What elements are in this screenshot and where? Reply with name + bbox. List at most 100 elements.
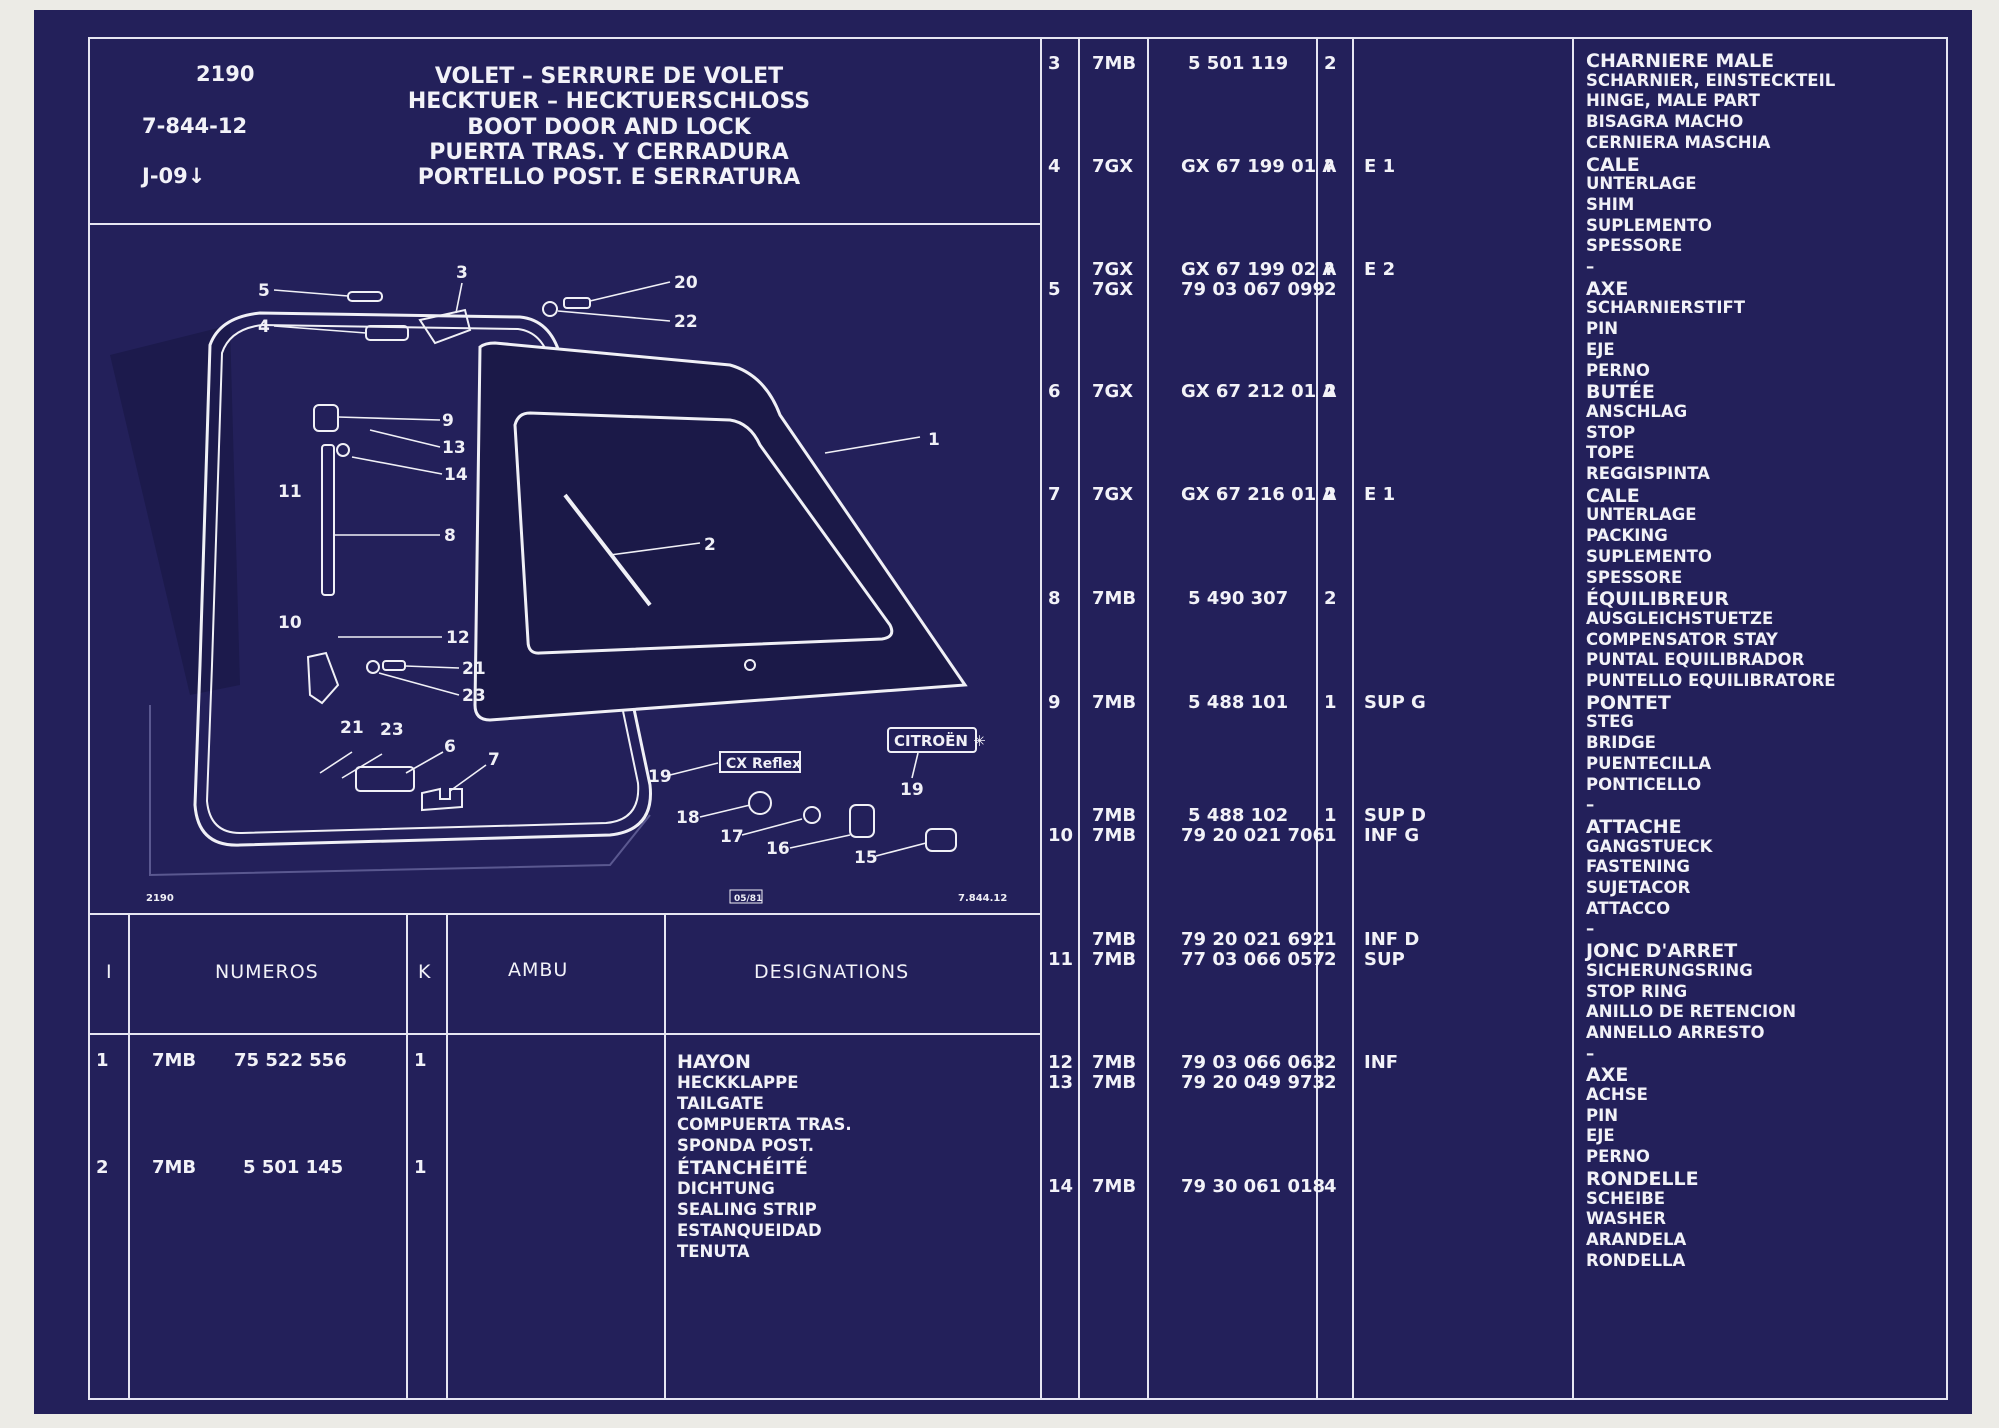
callout-5: 5	[258, 281, 270, 301]
row1-desig-0: HAYON	[677, 1051, 751, 1073]
right-row-8-qty: 1	[1324, 805, 1337, 826]
row1-index: 1	[96, 1050, 109, 1071]
right-designation-58: RONDELLA	[1586, 1250, 1686, 1270]
tailgate-outline	[473, 341, 968, 722]
washer-23	[366, 660, 380, 674]
right-designation-10: –	[1586, 257, 1595, 276]
col-header-numeros: NUMEROS	[215, 961, 319, 983]
mid-col-3	[1316, 37, 1318, 1400]
right-designation-23: PACKING	[1586, 526, 1668, 546]
thead-divider	[88, 1033, 1042, 1035]
callout-16: 16	[766, 839, 790, 859]
title-en: BOOT DOOR AND LOCK	[467, 115, 751, 140]
right-designation-2: HINGE, MALE PART	[1586, 91, 1760, 111]
right-designation-33: BRIDGE	[1586, 733, 1656, 753]
right-row-7-qty: 1	[1324, 692, 1337, 713]
row2-desig-3: ESTANQUEIDAD	[677, 1221, 822, 1240]
right-designation-0: CHARNIERE MALE	[1586, 50, 1775, 72]
right-designation-56: WASHER	[1586, 1209, 1666, 1229]
right-designation-4: CERNIERA MASCHIA	[1586, 132, 1771, 152]
right-row-10-number: 79 20 021 692	[1181, 929, 1326, 950]
left-col-4	[664, 913, 666, 1400]
callout-21-upper: 21	[462, 659, 486, 679]
right-row-5-qty: 2	[1324, 484, 1337, 505]
right-designation-16: BUTÉE	[1586, 381, 1655, 404]
callout-17: 17	[720, 827, 744, 847]
right-designation-6: UNTERLAGE	[1586, 174, 1697, 194]
right-row-11-qty: 2	[1324, 949, 1337, 970]
right-designation-35: PONTICELLO	[1586, 774, 1702, 794]
right-designation-28: COMPENSATOR STAY	[1586, 629, 1778, 649]
right-row-11-index: 11	[1048, 949, 1074, 970]
callout-23-upper: 23	[462, 686, 486, 706]
right-row-12-code: 7MB	[1092, 1052, 1137, 1073]
right-designation-11: AXE	[1586, 277, 1629, 300]
callout-2: 2	[704, 535, 716, 555]
row2-desig-4: TENUTA	[677, 1242, 750, 1261]
badge-cx-reflex: CX Reflex	[726, 756, 801, 772]
right-row-1-number: GX 67 199 01 A	[1181, 156, 1337, 177]
right-row-2-qty: ?	[1324, 259, 1335, 280]
stop-bracket	[313, 404, 339, 432]
right-designation-32: STEG	[1586, 712, 1634, 732]
lock-ring	[803, 806, 821, 824]
right-designation-25: SPESSORE	[1586, 567, 1683, 587]
frame-top	[88, 37, 1948, 39]
row1-code: 7MB	[152, 1050, 197, 1071]
right-designation-39: FASTENING	[1586, 857, 1690, 877]
title-es: PUERTA TRAS. Y CERRADURA	[429, 140, 789, 165]
parts-sheet: 2190 7-844-12 J-09↓ VOLET – SERRURE DE V…	[34, 10, 1972, 1414]
leader-lines	[273, 281, 927, 857]
callout-12: 12	[446, 628, 470, 648]
right-row-6-qty: 2	[1324, 588, 1337, 609]
right-designation-45: STOP RING	[1586, 981, 1688, 1001]
lock-body	[849, 804, 875, 838]
right-row-4-index: 6	[1048, 381, 1061, 402]
right-row-7-number: 5 488 101	[1188, 692, 1289, 713]
frame-bottom	[88, 1398, 1948, 1400]
right-row-2-number: GX 67 199 02 A	[1181, 259, 1337, 280]
right-row-4-number: GX 67 212 01 A	[1181, 381, 1337, 402]
right-row-0-index: 3	[1048, 53, 1061, 74]
right-row-1-ambu: E 1	[1364, 156, 1396, 177]
lock-barrel	[748, 791, 772, 815]
lock-hole	[744, 659, 756, 671]
right-row-7-code: 7MB	[1092, 692, 1137, 713]
right-row-7-index: 9	[1048, 692, 1061, 713]
right-row-14-code: 7MB	[1092, 1176, 1137, 1197]
right-designation-38: GANGSTUECK	[1586, 836, 1713, 856]
callout-1: 1	[928, 430, 940, 450]
packing-7	[421, 787, 463, 812]
callout-3: 3	[456, 263, 468, 283]
right-row-2-ambu: E 2	[1364, 259, 1396, 280]
right-row-12-ambu: INF	[1364, 1052, 1399, 1073]
window-reflection	[563, 493, 652, 607]
compensator-stay	[321, 444, 335, 596]
right-designation-34: PUENTECILLA	[1586, 753, 1712, 773]
callout-4: 4	[258, 317, 270, 337]
right-row-1-qty: ?	[1324, 156, 1335, 177]
right-row-9-index: 10	[1048, 825, 1074, 846]
left-col-3	[446, 913, 448, 1400]
right-designation-53: PERNO	[1586, 1147, 1650, 1167]
right-row-13-index: 13	[1048, 1072, 1074, 1093]
row2-code: 7MB	[152, 1157, 197, 1178]
row1-desig-2: TAILGATE	[677, 1094, 764, 1113]
right-designation-57: ARANDELA	[1586, 1229, 1687, 1249]
page-number: 2190	[196, 62, 255, 86]
right-designation-17: ANSCHLAG	[1586, 401, 1688, 421]
right-designation-43: JONC D'ARRET	[1586, 940, 1738, 963]
right-designation-18: STOP	[1586, 422, 1636, 442]
right-row-14-index: 14	[1048, 1176, 1074, 1197]
right-row-13-code: 7MB	[1092, 1072, 1137, 1093]
right-row-3-code: 7GX	[1092, 279, 1134, 300]
right-row-6-code: 7MB	[1092, 588, 1137, 609]
cx-reflex-badge	[719, 751, 801, 773]
right-designation-14: EJE	[1586, 339, 1615, 359]
mid-col-2	[1147, 37, 1149, 1400]
striker-plate	[355, 766, 415, 792]
reference-number: 7-844-12	[142, 114, 248, 138]
right-row-6-index: 8	[1048, 588, 1061, 609]
right-row-12-qty: 2	[1324, 1052, 1337, 1073]
right-row-14-qty: 4	[1324, 1176, 1337, 1197]
